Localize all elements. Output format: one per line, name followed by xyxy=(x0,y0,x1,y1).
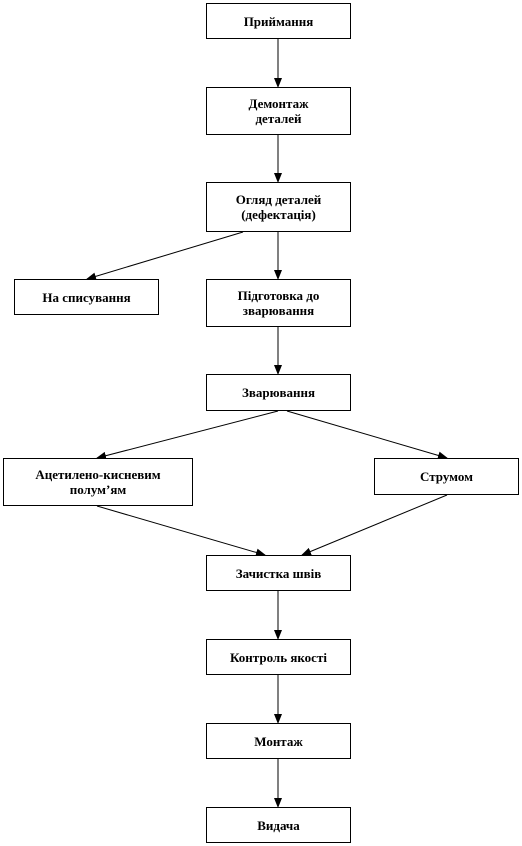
arrow-welding-to-gas-flame xyxy=(96,410,279,460)
node-quality-control: Контроль якості xyxy=(206,639,351,675)
node-seam-cleaning: Зачистка швів xyxy=(206,555,351,591)
arrow-electric-to-seam-cleaning xyxy=(301,494,448,556)
node-electric-label: Струмом xyxy=(420,469,473,484)
node-write-off: На списування xyxy=(14,279,159,315)
node-welding-label: Зварювання xyxy=(241,385,316,400)
node-gas-flame-label: Ацетилено-кисневим полум’ям xyxy=(35,467,161,497)
node-assembly: Монтаж xyxy=(206,723,351,759)
node-disassembly-label: Демонтаж деталей xyxy=(248,96,309,126)
node-assembly-label: Монтаж xyxy=(254,733,303,749)
node-welding: Зварювання xyxy=(206,374,351,411)
node-weld-prep: Підготовка до зварювання xyxy=(206,279,351,327)
node-write-off-label: На списування xyxy=(42,289,131,305)
node-weld-prep-label: Підготовка до зварювання xyxy=(237,288,320,318)
node-gas-flame: Ацетилено-кисневим полум’ям xyxy=(3,458,193,506)
node-seam-cleaning-label: Зачистка швів xyxy=(235,565,322,581)
arrow-inspection-to-write-off xyxy=(86,231,244,281)
arrow-welding-to-electric xyxy=(286,410,448,460)
node-inspection: Огляд деталей (дефектація) xyxy=(206,182,351,232)
node-delivery-label: Видача xyxy=(257,817,300,833)
node-receiving-label: Приймання xyxy=(243,13,314,29)
node-inspection-label: Огляд деталей (дефектація) xyxy=(235,192,322,222)
node-electric: Струмом xyxy=(374,458,519,495)
node-disassembly: Демонтаж деталей xyxy=(206,87,351,135)
arrow-gas-flame-to-seam-cleaning xyxy=(96,505,266,557)
node-receiving: Приймання xyxy=(206,3,351,39)
node-quality-control-label: Контроль якості xyxy=(230,649,327,665)
node-delivery: Видача xyxy=(206,807,351,843)
